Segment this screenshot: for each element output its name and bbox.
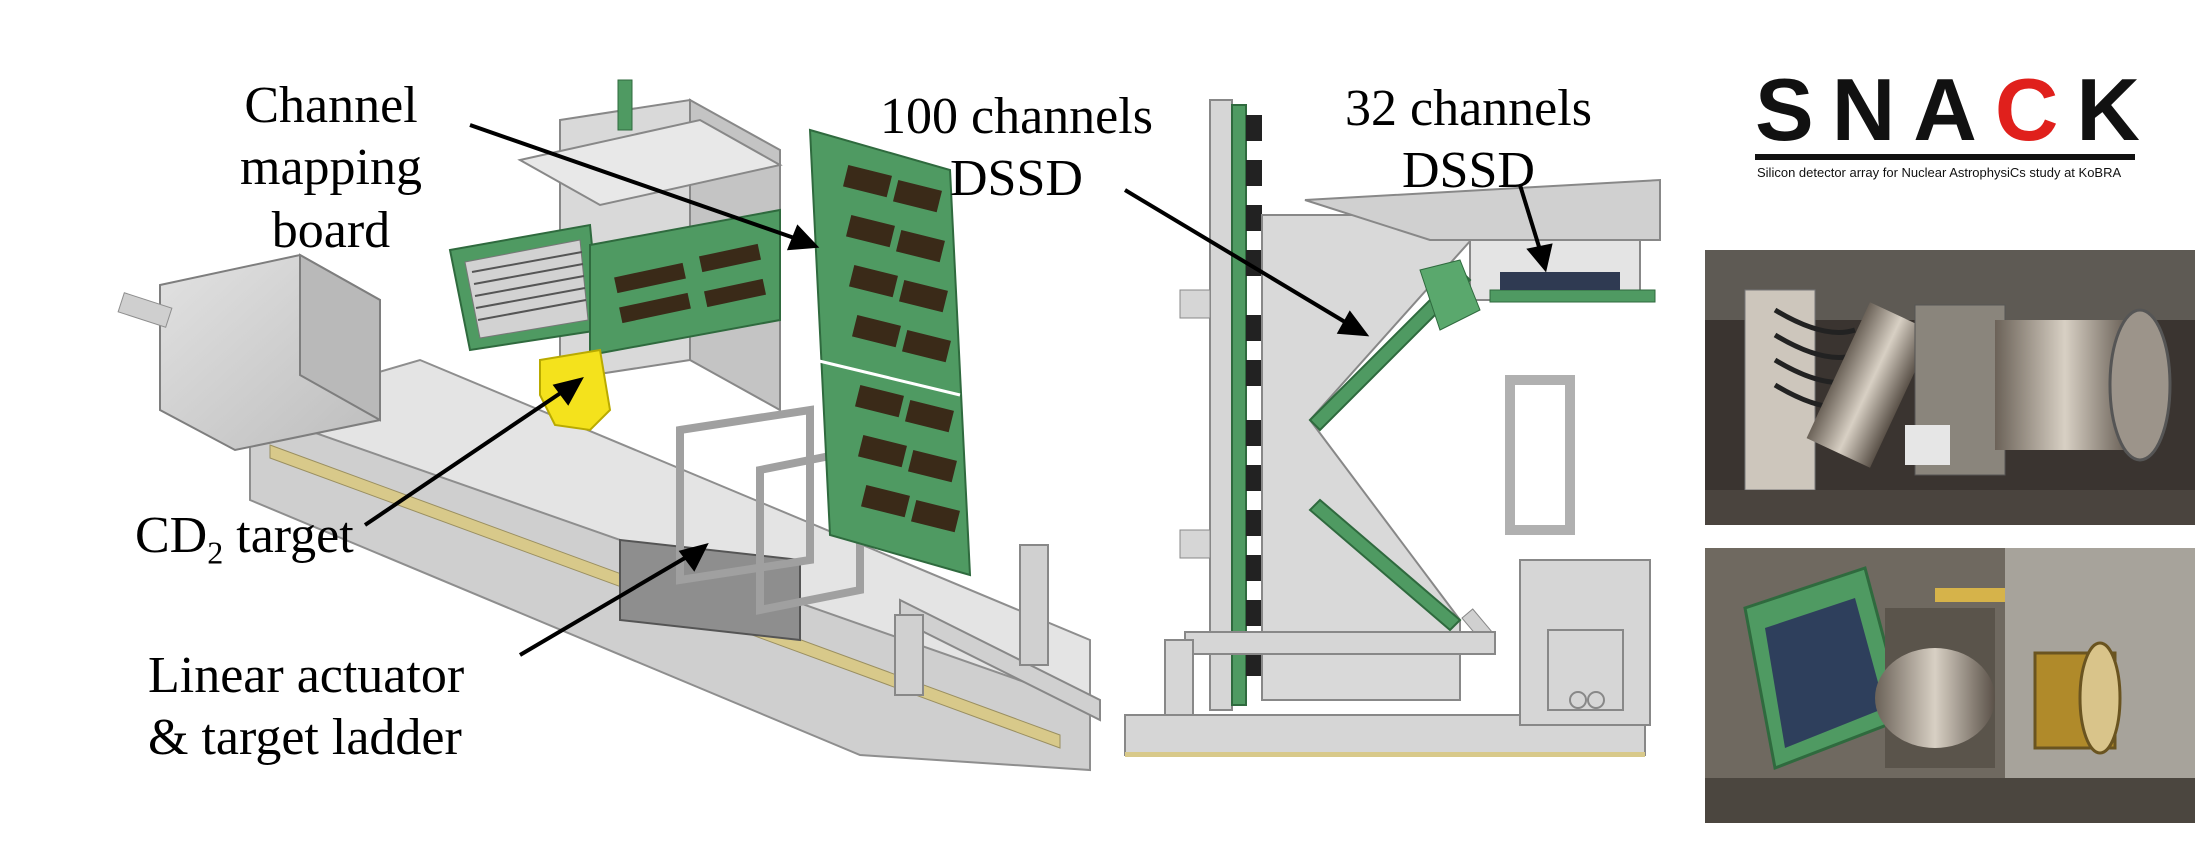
logo-letter: S (1755, 60, 1832, 159)
label-line: 100 channels (880, 88, 1153, 145)
label-line: board (271, 201, 391, 259)
label-cd2-prefix: CD (135, 507, 208, 564)
arrow-100ch-dssd (1123, 188, 1352, 327)
label-line: DSSD (1401, 142, 1535, 200)
label-cd2-subscript: 2 (207, 534, 224, 571)
label-line: & target ladder (148, 709, 462, 767)
label-cd2-suffix: target (223, 507, 354, 564)
label-cd2-target: CD2 target (135, 505, 354, 572)
dssd-32-chip (1500, 272, 1620, 290)
label-line: 32 channels (1345, 80, 1592, 137)
label-channel-mapping-board: Channel mapping board (240, 75, 422, 262)
label-linear-actuator: Linear actuator & target ladder (148, 645, 464, 770)
label-line: Channel (244, 77, 418, 134)
arrow-cd2-target (363, 388, 567, 527)
logo-letter: N (1831, 60, 1914, 159)
logo-subtitle: Silicon detector array for Nuclear Astro… (1757, 165, 2122, 180)
side-view-assembly (1124, 99, 1661, 757)
label-100ch-dssd: 100 channels DSSD (880, 86, 1153, 211)
logo-underline (1755, 154, 2135, 160)
isometric-assembly (117, 79, 1101, 772)
arrow-32ch-dssd (1518, 184, 1542, 251)
arrow-linear-actuator (518, 553, 692, 657)
chamber-photo-top (1705, 250, 2195, 525)
snack-logo: SNACK Silicon detector array for Nuclear… (1755, 66, 2140, 184)
logo-letter: A (1913, 60, 1995, 159)
connector-array (842, 165, 960, 533)
arrow-channel-mapping (469, 123, 801, 242)
label-line: mapping (240, 139, 422, 197)
label-line: DSSD (949, 150, 1083, 208)
logo-wordmark: SNACK (1755, 66, 2158, 154)
label-32ch-dssd: 32 channels DSSD (1345, 78, 1592, 203)
logo-letter: K (2076, 60, 2158, 159)
label-line: Linear actuator (148, 647, 465, 704)
logo-letter-accent: C (1994, 60, 2077, 159)
chamber-photo-bottom (1705, 548, 2195, 823)
